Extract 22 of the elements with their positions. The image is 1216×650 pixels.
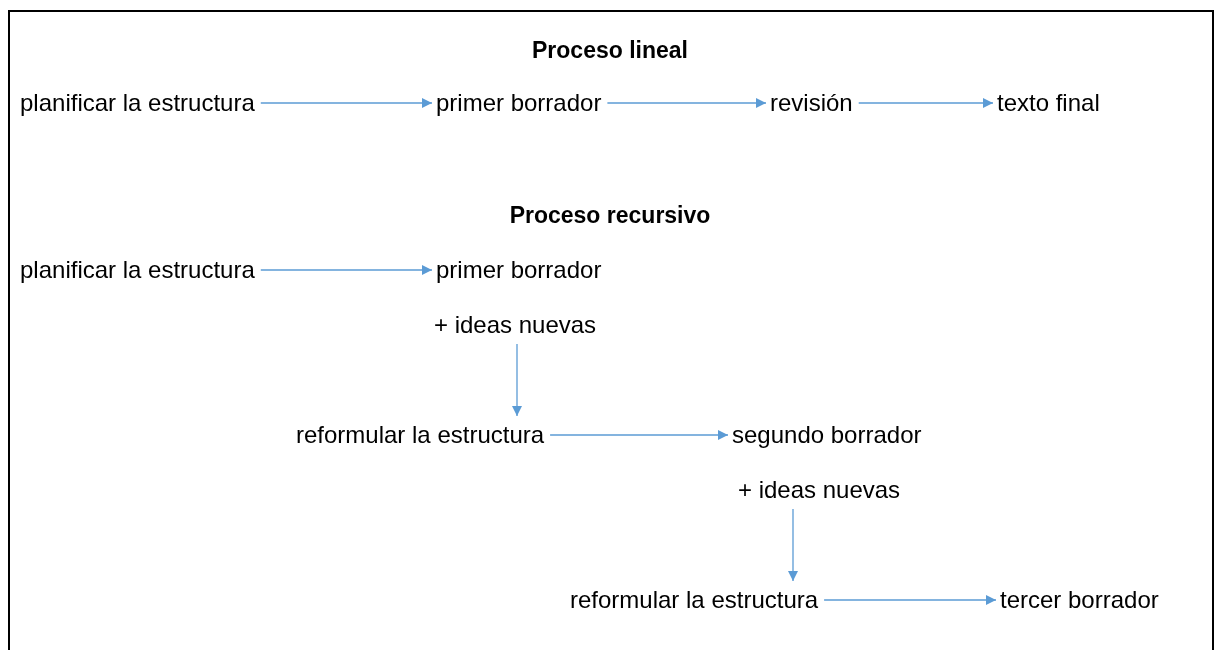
step-text: planificar la estructura (20, 88, 255, 118)
arrow (512, 343, 522, 417)
arrow (606, 98, 767, 108)
step-text: segundo borrador (732, 420, 922, 450)
step-text: reformular la estructura (570, 585, 819, 615)
step-text: primer borrador (436, 255, 602, 285)
arrow (549, 430, 729, 440)
step-text: planificar la estructura (20, 255, 255, 285)
arrow (823, 595, 997, 605)
step-text: revisión (770, 88, 853, 118)
arrow (260, 98, 433, 108)
section-heading: Proceso lineal (532, 36, 688, 65)
arrow (858, 98, 994, 108)
step-text: + ideas nuevas (738, 475, 901, 505)
step-text: tercer borrador (1000, 585, 1159, 615)
step-text: reformular la estructura (296, 420, 545, 450)
step-text: + ideas nuevas (434, 310, 597, 340)
arrow (788, 508, 798, 582)
arrow (260, 265, 433, 275)
step-text: primer borrador (436, 88, 602, 118)
step-text: texto final (997, 88, 1100, 118)
section-heading: Proceso recursivo (509, 201, 711, 230)
